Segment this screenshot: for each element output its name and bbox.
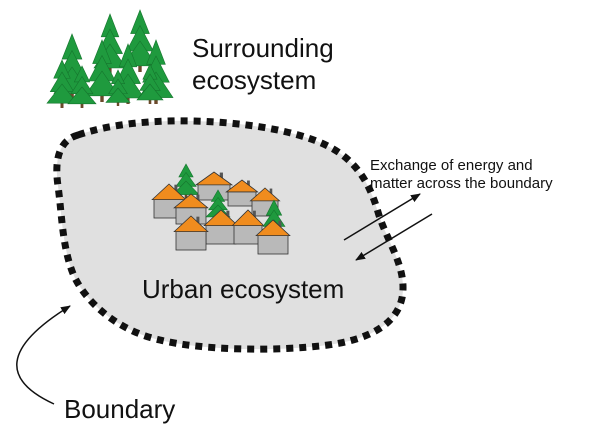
house-icon <box>225 179 259 207</box>
tree-icon <box>84 39 120 102</box>
surrounding-ecosystem-label: Surrounding ecosystem <box>192 32 334 96</box>
surrounding-forest-icon <box>46 9 174 108</box>
tree-icon <box>136 63 164 104</box>
exchange-label: Exchange of energy and matter across the… <box>370 157 553 193</box>
urban-ecosystem-label: Urban ecosystem <box>142 274 345 304</box>
house-icon <box>203 209 239 245</box>
house-icon <box>231 209 265 245</box>
town-houses-icon <box>151 163 291 255</box>
tree-icon <box>46 59 78 108</box>
surrounding-label-line1: Surrounding <box>192 33 334 63</box>
boundary-label: Boundary <box>64 394 176 424</box>
surrounding-label-line2: ecosystem <box>192 65 317 95</box>
exchange-arrow-inward <box>355 213 433 261</box>
exchange-arrow-outward <box>343 193 421 241</box>
boundary-dashed-line <box>53 117 407 353</box>
exchange-label-line2: matter across the boundary <box>370 175 553 192</box>
tree-icon <box>172 163 200 198</box>
boundary-pointer-arrow <box>16 305 71 405</box>
house-icon <box>255 219 291 255</box>
tree-icon <box>105 69 131 106</box>
tree-icon <box>67 65 97 108</box>
house-icon <box>173 215 209 251</box>
exchange-label-line1: Exchange of energy and <box>370 157 533 174</box>
